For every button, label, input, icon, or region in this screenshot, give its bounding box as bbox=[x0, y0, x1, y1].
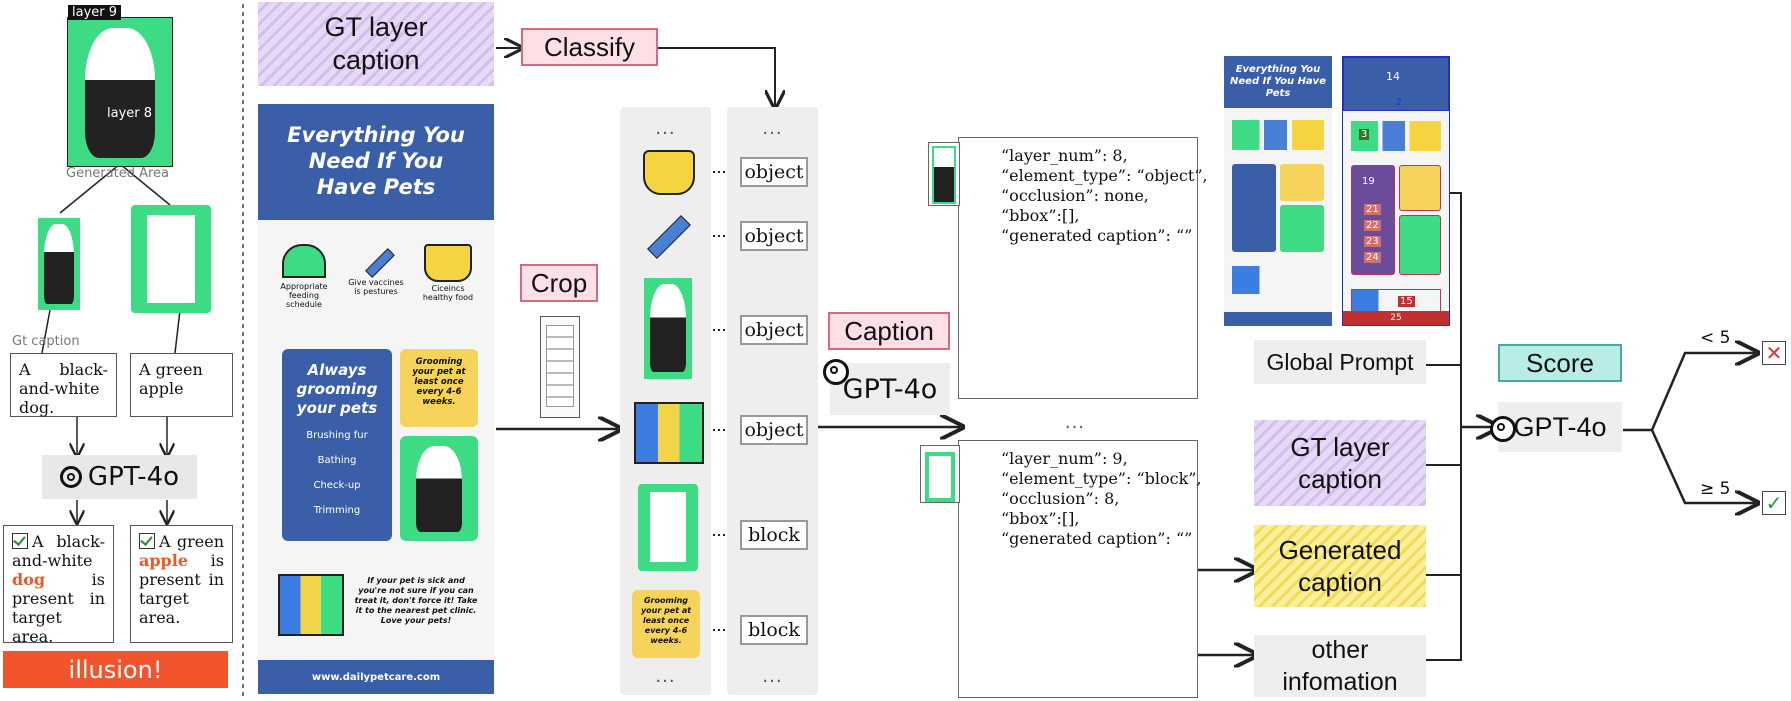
always-grooming-card: Always grooming your pets Brushing fur B… bbox=[282, 349, 392, 541]
score-label: Score bbox=[1498, 344, 1622, 382]
poster-footer-url: www.dailypetcare.com bbox=[258, 660, 494, 694]
illusion-banner: illusion! bbox=[3, 651, 228, 688]
layout-bbox-thumb: 14 2 3 19 21 22 23 24 15 25 bbox=[1342, 56, 1450, 326]
crop-buildings bbox=[634, 402, 704, 464]
label-object-2: object bbox=[740, 221, 808, 251]
crop-cat bbox=[644, 278, 692, 379]
result-a-pre: A black-and-white bbox=[12, 532, 105, 570]
info-thumb-cat bbox=[928, 142, 960, 206]
left-panel: layer 9 layer 8 Generated Area Gt captio… bbox=[0, 0, 240, 701]
poster-item-1: Appropriate feeding schedule bbox=[280, 282, 328, 309]
cat-image bbox=[85, 28, 155, 158]
result-b-pre: A green bbox=[159, 532, 224, 551]
poster-item-3: Ciceincs healthy food bbox=[422, 284, 474, 302]
label-object-3: object bbox=[740, 315, 808, 345]
layer-info-box-8: “layer_num”: 8, “element_type”: “object”… bbox=[958, 137, 1208, 399]
label-block-2: block bbox=[740, 615, 808, 645]
openai-icon bbox=[59, 466, 82, 488]
bbox-num-14: 14 bbox=[1386, 70, 1400, 83]
other-information-box: other infomation bbox=[1254, 635, 1426, 697]
poster-sick-text: If your pet is sick and you're not sure … bbox=[354, 576, 478, 625]
label-object-4: object bbox=[740, 415, 808, 445]
gt-caption-label: Gt caption bbox=[12, 334, 80, 349]
checkbox-icon bbox=[139, 533, 155, 549]
gpt4o-label: GPT-4o bbox=[87, 462, 180, 492]
crop-food-basket bbox=[643, 150, 695, 195]
poster-title: Everything You Need If You Have Pets bbox=[258, 104, 494, 220]
gt-caption-box-a: A black-and-white dog. bbox=[10, 353, 117, 417]
label-object-1: object bbox=[740, 157, 808, 187]
crop-grooming-note: Grooming your pet at least once every 4-… bbox=[632, 590, 700, 658]
info-thumb-block bbox=[920, 445, 960, 503]
bbox-num-19: 19 bbox=[1362, 176, 1375, 187]
result-a-highlight: dog bbox=[12, 570, 46, 589]
bbox-num-24: 24 bbox=[1364, 252, 1381, 263]
gt-caption-box-b: A green apple bbox=[130, 353, 233, 417]
always-grooming-title: Always grooming your pets bbox=[296, 361, 378, 417]
openai-icon bbox=[823, 359, 849, 385]
openai-icon bbox=[1490, 416, 1516, 442]
bbox-num-21: 21 bbox=[1364, 204, 1381, 215]
gpt4o-box-score: GPT-4o bbox=[1498, 402, 1622, 452]
fail-x-icon: ✕ bbox=[1762, 341, 1786, 365]
label-block-1: block bbox=[740, 520, 808, 550]
layer9-tag: layer 9 bbox=[68, 5, 122, 20]
food-basket-icon bbox=[424, 244, 472, 282]
crop-empty-block bbox=[638, 484, 698, 571]
result-box-a: A black-and-white dog is present in targ… bbox=[3, 525, 114, 646]
always-item-1: Brushing fur bbox=[306, 430, 368, 441]
lt5-label: < 5 bbox=[1700, 328, 1731, 348]
bbox-num-2: 2 bbox=[1396, 98, 1402, 108]
infographic-poster: Everything You Need If You Have Pets App… bbox=[258, 104, 494, 694]
result-a-post: is present in target area. bbox=[12, 570, 105, 646]
classify-label: Classify bbox=[521, 28, 658, 66]
poster-icons-row: Appropriate feeding schedule Give vaccin… bbox=[268, 244, 484, 314]
ge5-label: ≥ 5 bbox=[1700, 479, 1731, 499]
gpt4o-box-left: GPT-4o bbox=[42, 455, 197, 499]
checkbox-icon bbox=[12, 533, 28, 549]
cat-crop-thumb bbox=[38, 218, 80, 310]
generated-area-label: Generated Area bbox=[66, 166, 170, 181]
generated-caption-box: Generated caption bbox=[1254, 525, 1426, 607]
crop-column-dots-bottom: ... bbox=[655, 666, 676, 687]
final-poster-thumb: Everything You Need If You Have Pets bbox=[1224, 56, 1332, 326]
result-b-post: is present in target area. bbox=[139, 551, 224, 627]
global-prompt-box: Global Prompt bbox=[1254, 340, 1426, 384]
pass-check-icon: ✓ bbox=[1762, 491, 1786, 515]
gpt4o-box-caption: GPT-4o bbox=[830, 363, 950, 415]
always-item-2: Bathing bbox=[317, 455, 357, 466]
crop-icon bbox=[540, 316, 580, 418]
bbox-num-25: 25 bbox=[1343, 311, 1449, 325]
layer8-tag: layer 8 bbox=[104, 106, 156, 121]
empty-block-thumb bbox=[131, 205, 211, 313]
final-poster-title: Everything You Need If You Have Pets bbox=[1224, 56, 1332, 108]
gpt4o-caption-label: GPT-4o bbox=[842, 373, 938, 405]
bbox-num-15: 15 bbox=[1398, 296, 1415, 307]
always-item-3: Check-up bbox=[313, 480, 361, 491]
crop-label: Crop bbox=[520, 264, 598, 302]
poster-buildings bbox=[278, 574, 344, 636]
always-item-4: Trimming bbox=[313, 505, 361, 516]
bbox-num-3: 3 bbox=[1359, 129, 1370, 140]
bbox-num-23: 23 bbox=[1364, 236, 1381, 247]
label-column-dots-top: ... bbox=[762, 118, 783, 139]
gpt4o-score-label: GPT-4o bbox=[1513, 411, 1607, 442]
syringe-icon bbox=[356, 244, 396, 278]
crop-column-dots-top: ... bbox=[655, 118, 676, 139]
label-column bbox=[727, 107, 818, 695]
poster-item-2: Give vaccines is pestures bbox=[348, 278, 404, 296]
info-dots: ... bbox=[1064, 412, 1086, 433]
label-column-dots-bottom: ... bbox=[762, 666, 783, 687]
feeding-icon bbox=[282, 244, 326, 278]
grooming-note-card: Grooming your pet at least once every 4-… bbox=[400, 349, 478, 427]
caption-label: Caption bbox=[828, 312, 950, 350]
gt-layer-caption-box: GT layer caption bbox=[258, 2, 494, 86]
gt-layer-caption-box-right: GT layer caption bbox=[1254, 420, 1426, 506]
layer-info-box-9: “layer_num”: 9, “element_type”: “block”,… bbox=[958, 440, 1202, 698]
result-b-highlight: apple bbox=[139, 551, 188, 570]
poster-cat-card bbox=[400, 436, 478, 541]
result-box-b: A green apple is present in target area. bbox=[130, 525, 233, 643]
bbox-num-22: 22 bbox=[1364, 220, 1381, 231]
